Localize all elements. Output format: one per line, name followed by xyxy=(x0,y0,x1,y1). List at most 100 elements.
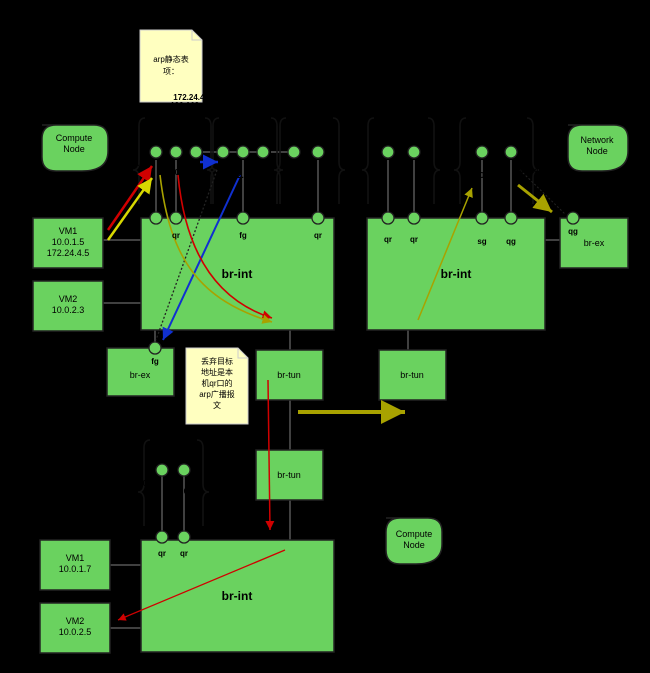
port-label-qr-bt1: qr xyxy=(158,451,166,460)
network-node-l1: Network xyxy=(580,135,614,145)
node-tags xyxy=(41,124,629,565)
note2-line2: 地址是本 xyxy=(201,367,233,377)
ns-fip: fip ns xyxy=(234,111,256,120)
compute-node-top-l2: Node xyxy=(63,144,85,154)
ip-top-2: 192.168.111.2:... xyxy=(170,101,230,110)
port-qg-1 xyxy=(504,145,518,159)
ip-10-0-1-5b: 10.0.1.5 xyxy=(469,171,498,180)
port-label-qg-t: qg xyxy=(506,129,516,138)
ip-10-0-1-1: 10.0.1.1 xyxy=(122,159,151,168)
compute-node-bottom xyxy=(385,517,443,565)
note1-line2: 项： xyxy=(163,67,179,76)
vm1-bottom xyxy=(39,539,111,591)
ip-top-1: 172.24.4.1:10.0.1.5 xyxy=(173,93,243,102)
port-rfp xyxy=(189,145,203,159)
port-label-fg-t: fg xyxy=(239,129,247,138)
vm1-bottom-name: VM1 xyxy=(66,553,85,563)
br-tun-label-2: br-tun xyxy=(400,370,424,380)
br-ex-right xyxy=(559,217,629,269)
br-ex-left xyxy=(106,347,175,397)
port-label-rfp-t2: rfp xyxy=(289,129,300,138)
boxes xyxy=(32,217,629,654)
port-label-sg-t: sg xyxy=(477,129,486,138)
port-qr-5 xyxy=(407,145,421,159)
port-fpr xyxy=(216,145,230,159)
br-int-bottom xyxy=(140,539,335,653)
vm2-top-name: VM2 xyxy=(59,294,78,304)
ip-bottom-10-0-1-1: 10.0.1.1 xyxy=(132,479,161,488)
note2-line1: 丢弃目标 xyxy=(201,356,233,366)
note2-line3: 机qr口的 xyxy=(201,378,232,388)
port-qr-2 xyxy=(169,145,183,159)
port-qr-3 xyxy=(311,145,325,159)
br-int-label-2: br-int xyxy=(441,267,472,281)
vm2-bottom-name: VM2 xyxy=(66,616,85,626)
br-ex-label-left: br-ex xyxy=(130,370,151,380)
br-int-top-right xyxy=(366,217,546,331)
vm1-top xyxy=(32,217,104,269)
br-tun-3 xyxy=(255,449,324,501)
vm1-top-ip2: 172.24.4.5 xyxy=(47,248,90,258)
port-label-sg-b: sg xyxy=(477,237,486,246)
port-label-qr-t2: qr xyxy=(172,129,180,138)
port-label-rfp-t: rfp xyxy=(191,129,202,138)
ip-bottom-10-0-2-1: 10.0.2.1 xyxy=(173,487,202,496)
note2-line5: 文 xyxy=(213,400,221,410)
br-tun-2 xyxy=(378,349,447,401)
port-label-qr-bt2: qr xyxy=(180,451,188,460)
ip-172-24-4-1: 172.24.4.1 xyxy=(514,166,552,175)
port-label-qr-t4: qr xyxy=(384,127,392,136)
port-qr-4 xyxy=(381,145,395,159)
port-label-qr-t1: qr xyxy=(152,129,160,138)
note2-line4: arp广播报 xyxy=(199,389,235,399)
br-tun-label-1: br-tun xyxy=(277,370,301,380)
port-fpr-2 xyxy=(256,145,270,159)
links xyxy=(103,151,560,629)
vm1-bottom-ip: 10.0.1.7 xyxy=(59,564,92,574)
traffic-arrows xyxy=(106,154,566,621)
ns-qrouter-2: qrouter2 ns xyxy=(286,111,331,120)
port-label-fg-b: fg xyxy=(239,231,247,240)
compute-node-top xyxy=(41,124,109,172)
vm2-bottom-ip: 10.0.2.5 xyxy=(59,627,92,637)
ns-snat: snat ns xyxy=(482,111,511,120)
ns-qrouter-4: qrouter1 ns xyxy=(148,429,193,438)
port-label-qr-t3: qr xyxy=(314,129,322,138)
port-label-qg-brex: qg xyxy=(568,227,578,236)
vm2-top xyxy=(32,280,104,332)
br-ex-label-right: br-ex xyxy=(584,238,605,248)
texts: arp静态表 项： 丢弃目标 地址是本 机qr口的 arp广播报 文 Compu… xyxy=(47,54,614,637)
port-label-fg-brex: fg xyxy=(151,357,159,366)
ports xyxy=(148,145,580,544)
ns-qrouter-3: qrouter1 ns xyxy=(380,111,425,120)
port-label-qr-b1: qr xyxy=(172,231,180,240)
port-fg xyxy=(236,145,250,159)
br-int-label-1: br-int xyxy=(222,267,253,281)
compute-node-top-l1: Compute xyxy=(56,133,93,143)
port-rfp-2 xyxy=(287,145,301,159)
vm1-top-name: VM1 xyxy=(59,226,78,236)
port-label-qr-b4: qr xyxy=(410,235,418,244)
br-int-label-3: br-int xyxy=(222,589,253,603)
compute-node-bot-l2: Node xyxy=(403,540,425,550)
port-qr-1 xyxy=(149,145,163,159)
ip-10-0-2-1: 10.0.2.1 xyxy=(164,168,193,177)
port-label-fpr-t2: fpr xyxy=(258,129,269,138)
network-node-l2: Node xyxy=(586,146,608,156)
port-label-qr-b2: qr xyxy=(314,231,322,240)
ip-172-24-4-5: 172.24.4.5 xyxy=(228,171,266,180)
br-tun-label-3: br-tun xyxy=(277,470,301,480)
network-node xyxy=(567,124,629,172)
port-label-qr-t5: qr xyxy=(410,127,418,136)
br-tun-1 xyxy=(255,349,324,401)
notes xyxy=(139,29,249,425)
port-label-qg-b: qg xyxy=(506,237,516,246)
vm2-top-ip: 10.0.2.3 xyxy=(52,305,85,315)
port-label-qr-bb2: qr xyxy=(180,549,188,558)
port-label-qr-b3: qr xyxy=(384,235,392,244)
ns-qrouter-1: qrouter1 ns xyxy=(153,111,198,120)
compute-node-bot-l1: Compute xyxy=(396,529,433,539)
port-label-qr-bb1: qr xyxy=(158,549,166,558)
